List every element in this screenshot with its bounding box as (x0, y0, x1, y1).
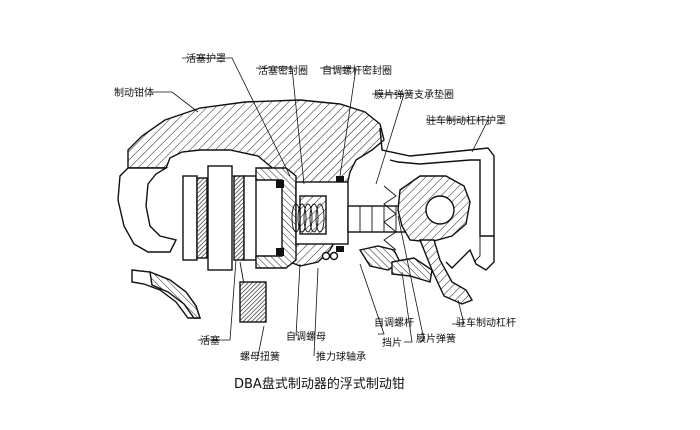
label-diaphragm-spring: 膜片弹簧 (416, 332, 456, 345)
brake-pads (182, 165, 257, 271)
leader-lines (152, 57, 489, 357)
figure-caption: DBA盘式制动器的浮式制动钳 (234, 376, 405, 392)
adjuster-assembly (276, 176, 409, 261)
label-piston: 活塞 (200, 334, 220, 347)
label-adjuster-screw: 自调螺杆 (374, 316, 414, 329)
label-retaining-plate: 挡片 (382, 336, 402, 349)
piston (239, 167, 297, 323)
parking-lever (391, 175, 474, 305)
label-nut-torsion-spring: 螺母扭簧 (240, 350, 280, 363)
label-adjuster-nut: 自调螺母 (286, 330, 326, 343)
parking-lever-boot (379, 127, 495, 271)
label-piston-seal: 活塞密封圈 (258, 64, 308, 77)
label-parking-lever-boot: 驻车制动杠杆护罩 (426, 114, 506, 127)
label-diaphragm-spring-washer: 膜片弹簧支承垫圈 (374, 88, 454, 101)
diaphragm-spring (358, 185, 401, 271)
label-piston-boot: 活塞护罩 (186, 52, 226, 65)
label-adjuster-screw-seal: 自调螺杆密封圈 (322, 64, 392, 77)
label-parking-lever: 驻车制动杠杆 (456, 316, 516, 329)
label-caliper-body: 制动钳体 (114, 86, 154, 99)
label-thrust-ball-bearing: 推力球轴承 (316, 350, 366, 363)
